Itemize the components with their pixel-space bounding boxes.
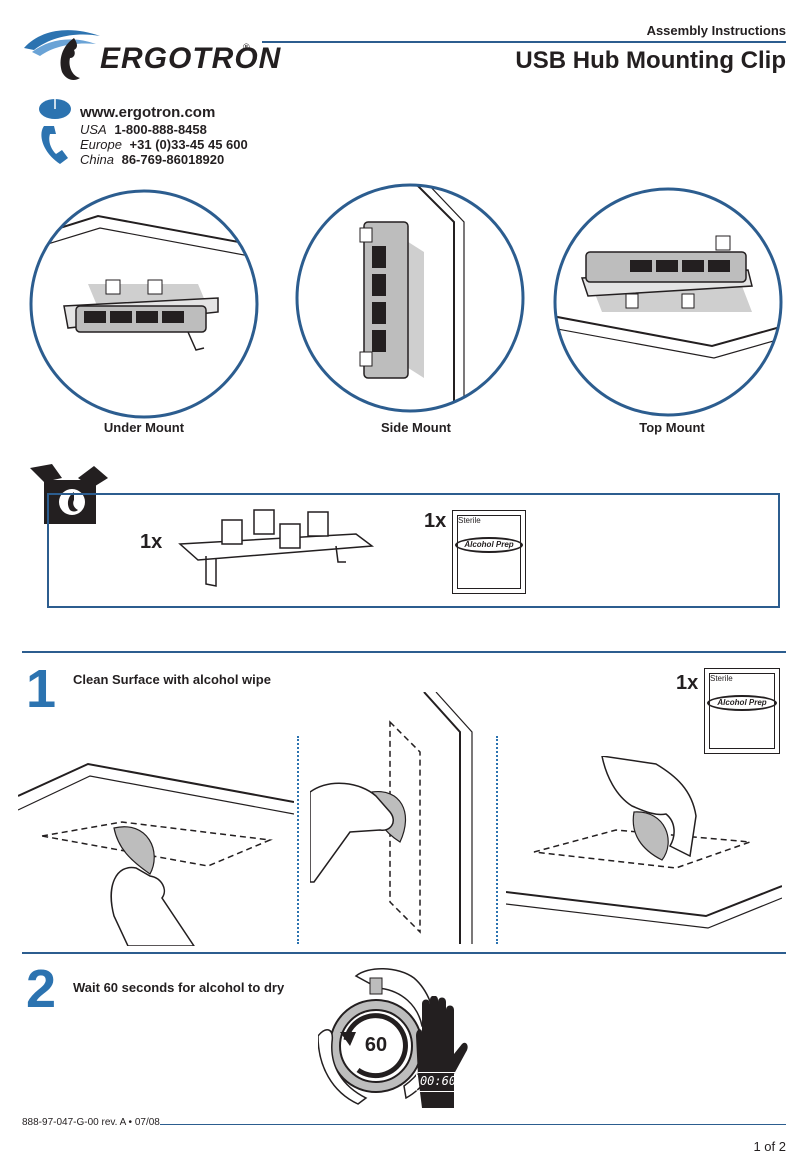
- step-1-wipe-pack-border: [709, 673, 775, 749]
- europe-label: Europe: [80, 137, 122, 152]
- contact-china: China 86-769-86018920: [80, 153, 224, 167]
- contact-europe: Europe +31 (0)33-45 45 600: [80, 138, 248, 152]
- document-code: 888-97-047-G-00 rev. A • 07/08: [22, 1117, 160, 1128]
- wipe-sterile-text: Sterile: [458, 516, 481, 525]
- step-1-alcohol-wipe-pack: Sterile Alcohol Prep: [704, 668, 780, 754]
- box-contents-icon: [30, 464, 108, 524]
- mount-label-under: Under Mount: [103, 420, 185, 435]
- wipe-quantity: 1x: [424, 510, 447, 532]
- website-link[interactable]: www.ergotron.com: [80, 104, 216, 121]
- header-rule: [262, 41, 786, 43]
- wipe-side-surface-illustration: [310, 692, 473, 944]
- under-mount-illustration: [29, 189, 259, 419]
- wipe-under-surface-illustration: [18, 762, 294, 946]
- ergotron-logo-icon: [24, 30, 100, 80]
- step-1-number: 1: [26, 659, 57, 719]
- usa-label: USA: [80, 122, 107, 137]
- step-1-wipe-quantity: 1x: [676, 672, 699, 694]
- brand-wordmark: ERGOTRON: [100, 42, 282, 75]
- stop-hand-icon: [416, 996, 468, 1108]
- countdown-display: 00:60: [416, 1072, 460, 1092]
- mouse-icon: [39, 99, 71, 119]
- top-mount-illustration: [553, 187, 783, 417]
- step-1-rule: [22, 651, 786, 653]
- mount-label-top: Top Mount: [639, 420, 705, 435]
- step-1-wipe-sterile-text: Sterile: [710, 674, 733, 683]
- step-1-text: Clean Surface with alcohol wipe: [73, 672, 271, 687]
- wipe-pack-border: [457, 515, 521, 589]
- footer-rule: [160, 1124, 786, 1125]
- side-mount-illustration: [295, 183, 525, 413]
- china-phone: 86-769-86018920: [121, 152, 225, 167]
- package-contents-box: [47, 493, 780, 608]
- registered-mark: ®: [243, 42, 250, 52]
- contact-usa: USA 1-800-888-8458: [80, 123, 207, 137]
- usa-phone: 1-800-888-8458: [114, 122, 207, 137]
- stopwatch-illustration: [318, 968, 438, 1105]
- step-2-rule: [22, 952, 786, 954]
- phone-icon: [41, 126, 68, 164]
- mounting-clip-part-illustration: [178, 509, 375, 587]
- step-2-number: 2: [26, 959, 57, 1019]
- step-1-divider-b: [496, 736, 498, 944]
- china-label: China: [80, 152, 114, 167]
- alcohol-wipe-pack: Sterile Alcohol Prep: [452, 510, 526, 594]
- step-2-text: Wait 60 seconds for alcohol to dry: [73, 980, 285, 995]
- europe-phone: +31 (0)33-45 45 600: [129, 137, 248, 152]
- page-title: USB Hub Mounting Clip: [515, 47, 786, 74]
- stopwatch-value: 60: [364, 1034, 388, 1056]
- mount-label-side: Side Mount: [380, 420, 452, 435]
- wipe-label: Alcohol Prep: [455, 537, 523, 553]
- step-1-wipe-label: Alcohol Prep: [707, 695, 777, 711]
- clip-quantity: 1x: [140, 531, 163, 553]
- wipe-top-surface-illustration: [506, 756, 782, 929]
- step-1-divider-a: [297, 736, 299, 944]
- page-number: 1 of 2: [753, 1139, 786, 1154]
- document-type: Assembly Instructions: [646, 23, 786, 38]
